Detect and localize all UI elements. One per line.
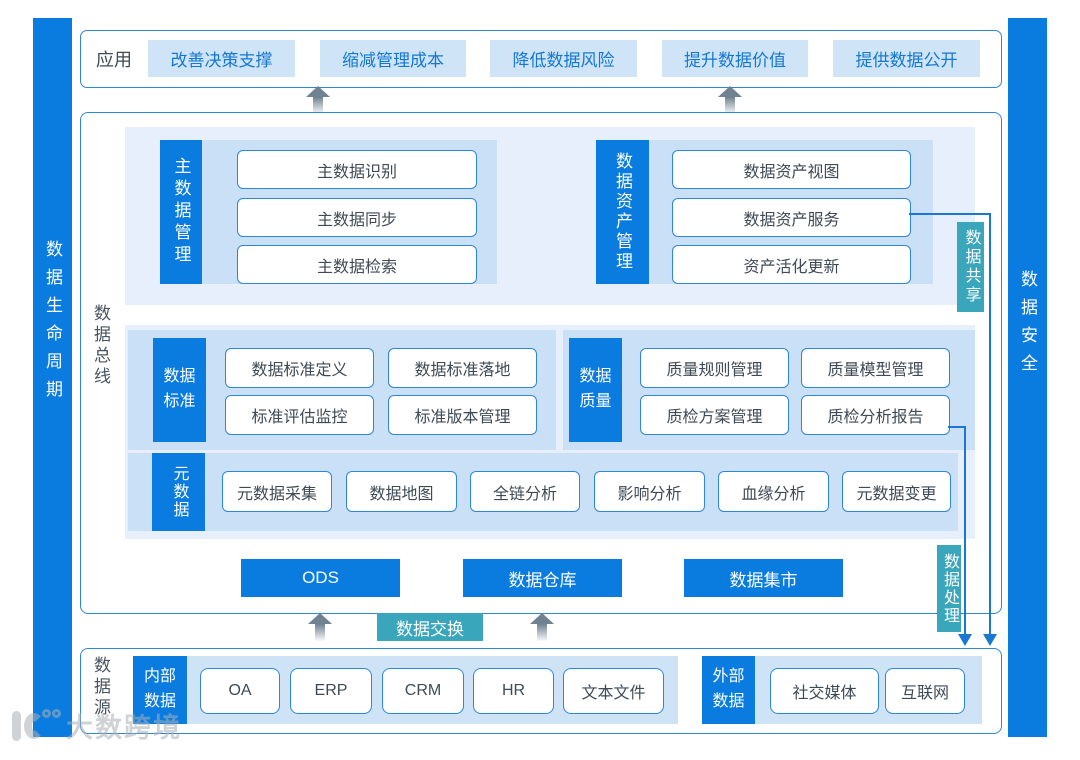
watermark-logo-icon: [10, 707, 61, 745]
metadata-item: 血缘分析: [718, 471, 829, 512]
external-source-item: 社交媒体: [770, 668, 879, 714]
data-sharing-tag: 数据共享: [957, 222, 984, 312]
app-item: 提供数据公开: [833, 40, 980, 77]
app-item: 提升数据价值: [662, 40, 808, 77]
data-security-bar: 数据安全: [1008, 18, 1047, 737]
data-standard-item: 数据标准定义: [225, 348, 374, 388]
master-data-item: 主数据同步: [237, 198, 477, 237]
watermark-text: 大数跨境: [66, 713, 182, 743]
application-label: 应用: [96, 50, 132, 70]
connector-line: [909, 213, 991, 215]
connector-line: [964, 426, 966, 635]
data-quality-item: 质量规则管理: [640, 348, 789, 388]
internal-source-item: HR: [473, 668, 554, 714]
data-security-label: 数据安全: [1018, 270, 1037, 382]
metadata-item: 元数据采集: [222, 471, 332, 512]
data-asset-group-label: 数据资产管理: [596, 140, 649, 284]
data-asset-item: 资产活化更新: [672, 245, 911, 284]
app-item: 缩减管理成本: [320, 40, 466, 77]
master-data-item: 主数据检索: [237, 245, 477, 284]
connector-line: [948, 426, 966, 428]
master-data-item: 主数据识别: [237, 150, 477, 189]
data-quality-item: 质检分析报告: [801, 395, 950, 435]
app-item: 改善决策支撑: [148, 40, 295, 77]
internal-source-item: CRM: [382, 668, 464, 714]
internal-source-item: OA: [200, 668, 280, 714]
watermark: 大数跨境: [10, 706, 182, 745]
data-source-label: 数据源: [91, 656, 110, 719]
down-arrow-icon: [983, 634, 997, 646]
up-arrow-icon: [718, 86, 742, 114]
data-quality-item: 质检方案管理: [640, 395, 789, 435]
metadata-item: 数据地图: [346, 471, 457, 512]
metadata-item: 全链分析: [470, 471, 580, 512]
metadata-group-label: 元数据: [152, 453, 205, 531]
up-arrow-icon: [306, 86, 330, 114]
external-data-group-label: 外部数据: [702, 656, 755, 724]
data-asset-item: 数据资产服务: [672, 198, 911, 237]
data-bus-label: 数据总线: [91, 304, 110, 388]
data-standard-item: 标准版本管理: [388, 395, 537, 435]
up-arrow-icon: [530, 613, 554, 641]
up-arrow-icon: [308, 613, 332, 641]
data-quality-item: 质量模型管理: [801, 348, 950, 388]
storage-warehouse: 数据仓库: [463, 559, 622, 597]
data-standard-group-label: 数据标准: [153, 338, 206, 442]
data-standard-item: 标准评估监控: [225, 395, 374, 435]
master-data-group-label: 主数据管理: [160, 140, 202, 284]
data-asset-item: 数据资产视图: [672, 150, 911, 189]
external-source-item: 互联网: [885, 668, 965, 714]
internal-source-item: ERP: [290, 668, 372, 714]
data-exchange-tag: 数据交换: [377, 613, 483, 641]
down-arrow-icon: [958, 634, 972, 646]
data-lifecycle-label: 数据生命周期: [43, 240, 62, 408]
internal-data-group-label: 内部数据: [133, 656, 187, 724]
data-processing-tag: 数据处理: [937, 545, 961, 632]
data-quality-group-label: 数据质量: [569, 338, 622, 442]
storage-mart: 数据集市: [684, 559, 843, 597]
storage-ods: ODS: [241, 559, 400, 597]
metadata-item: 元数据变更: [842, 471, 951, 512]
metadata-item: 影响分析: [594, 471, 705, 512]
data-lifecycle-bar: 数据生命周期: [33, 18, 72, 737]
app-item: 降低数据风险: [490, 40, 637, 77]
data-standard-item: 数据标准落地: [388, 348, 537, 388]
connector-line: [989, 213, 991, 635]
internal-source-item: 文本文件: [563, 668, 664, 714]
